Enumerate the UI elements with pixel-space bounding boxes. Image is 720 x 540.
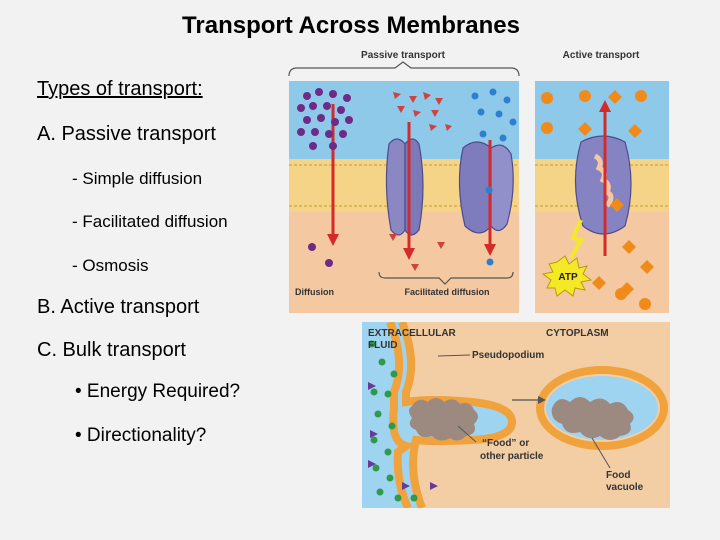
bulk-transport-figure: EXTRACELLULAR FLUID CYTOPLASM Pseudopodi… [362,322,670,508]
diffusion-label: Diffusion [295,287,334,297]
bullet-energy-required: • Energy Required? [75,381,240,403]
vacuole-label-line1: Food [606,470,630,481]
passive-bracket [289,62,519,76]
pseudopodium-label: Pseudopodium [472,350,544,361]
bullet-simple-diffusion: - Simple diffusion [72,169,202,189]
extracellular-label-line1: EXTRACELLULAR [368,328,457,339]
membrane-transport-figure: Passive transport Active transport [285,44,670,314]
bullet-facilitated-diffusion: - Facilitated diffusion [72,212,228,232]
extracellular-label-line2: FLUID [368,340,397,351]
bullet-osmosis: - Osmosis [72,256,149,276]
channel-protein [386,139,423,235]
bullet-passive-transport: A. Passive transport [37,123,216,146]
vacuole-label-line2: vacuole [606,482,644,493]
passive-transport-label: Passive transport [361,50,446,61]
cytoplasm-label: CYTOPLASM [546,328,609,339]
food-label-line2: other particle [480,451,544,462]
types-heading: Types of transport: [37,78,203,101]
slide-title: Transport Across Membranes [0,12,702,40]
carrier-protein [459,142,513,233]
atp-label: ATP [558,272,578,283]
facilitated-diffusion-label: Facilitated diffusion [404,287,489,297]
food-label-line1: “Food” or [482,438,529,449]
bullet-directionality: • Directionality? [75,425,206,447]
bullet-bulk-transport: C. Bulk transport [37,339,186,362]
bullet-active-transport: B. Active transport [37,296,199,319]
active-transport-label: Active transport [563,50,640,61]
food-vacuole [540,370,664,446]
pump-protein [575,136,631,234]
